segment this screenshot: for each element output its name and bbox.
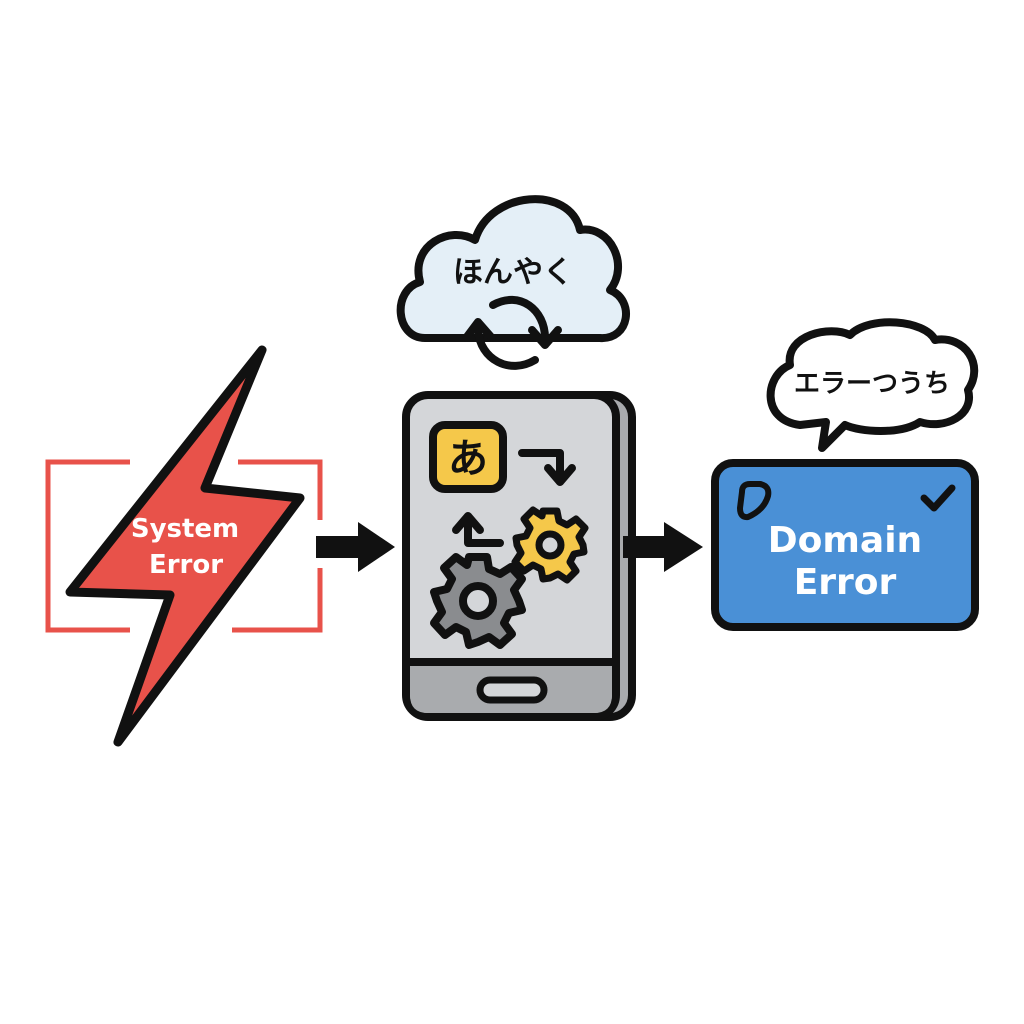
translation-cloud: ほんやく xyxy=(396,195,630,370)
convert-arrow-icon xyxy=(518,449,564,482)
notification-speech-bubble: エラーつうち xyxy=(766,318,979,452)
arrow-right-icon xyxy=(316,522,395,572)
checkmark-icon xyxy=(920,484,956,512)
arrow-right-icon xyxy=(623,522,703,572)
error-bracket-frame xyxy=(45,459,323,633)
system-error-label-1: System xyxy=(131,514,239,544)
sync-arrows-icon xyxy=(462,295,562,370)
translation-cloud-label: ほんやく xyxy=(453,255,573,290)
home-button xyxy=(476,676,548,704)
return-arrow-icon xyxy=(464,516,504,547)
domain-error-label-1: Domain xyxy=(768,520,922,561)
system-error-label-2: Error xyxy=(149,550,223,580)
system-error-node: System Error xyxy=(45,345,323,747)
gear-icon xyxy=(430,553,526,649)
notification-bubble-label: エラーつうち xyxy=(794,369,950,399)
tablet-icon: あ xyxy=(402,391,636,721)
domain-error-node: Domain Error xyxy=(711,459,979,631)
gear-icon xyxy=(511,506,589,584)
lightning-bolt-icon xyxy=(65,345,305,747)
badge-corner-icon xyxy=(736,481,772,521)
japanese-glyph: あ xyxy=(448,436,488,482)
domain-error-label-2: Error xyxy=(794,562,897,603)
